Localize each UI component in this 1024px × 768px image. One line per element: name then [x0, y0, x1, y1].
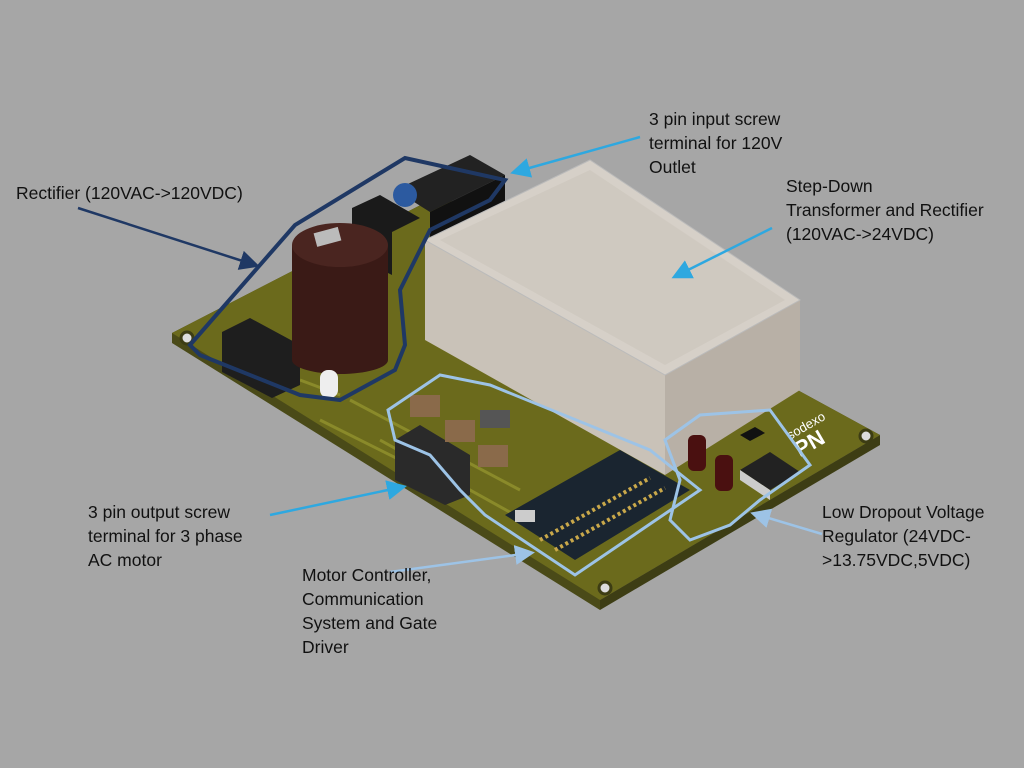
- microcontroller-board: [505, 450, 690, 560]
- ldo-arrow: [750, 508, 823, 536]
- relay: [222, 318, 300, 398]
- ldo-label: Low Dropout Voltage Regulator (24VDC- >1…: [822, 502, 985, 570]
- ldo-components: [688, 427, 800, 500]
- rectifier-arrow: [77, 206, 260, 270]
- step-down-transformer: [423, 159, 801, 475]
- output-terminal-arrow: [269, 480, 407, 517]
- output-screw-terminal: [395, 425, 470, 505]
- gate-driver-components: [410, 395, 510, 467]
- motor-controller-arrow: [389, 545, 535, 574]
- motor-controller-label: Motor Controller, Communication System a…: [302, 565, 438, 657]
- rectifier-label: Rectifier (120VAC->120VDC): [16, 183, 243, 203]
- transformer-label: Step-Down Transformer and Rectifier (120…: [786, 176, 984, 244]
- transformer-arrow: [671, 226, 773, 279]
- motor-controller-outline: [386, 373, 703, 577]
- bulk-capacitor: [292, 223, 388, 374]
- ldo-outline: [663, 408, 813, 542]
- output-terminal-label: 3 pin output screw terminal for 3 phase …: [88, 502, 243, 570]
- led: [320, 370, 338, 398]
- input-terminal-arrow: [510, 135, 641, 178]
- rectifier-outline: [187, 155, 509, 403]
- input-terminal-label: 3 pin input screw terminal for 120V Outl…: [649, 109, 783, 177]
